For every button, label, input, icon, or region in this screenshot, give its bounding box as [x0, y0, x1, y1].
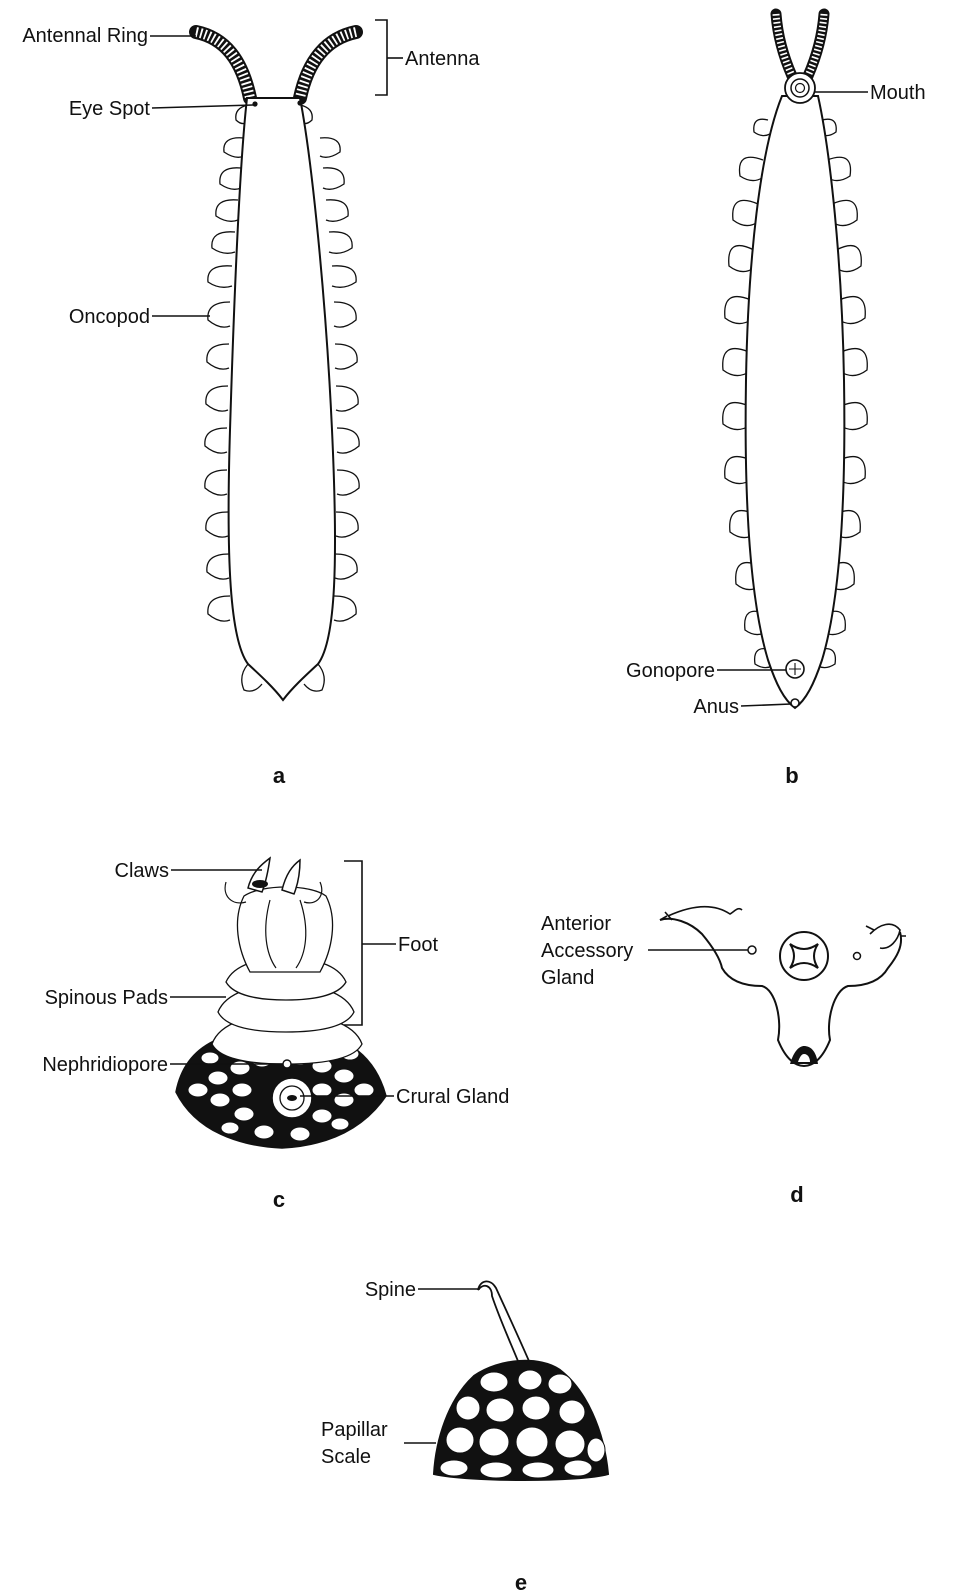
crural-gland-label: Crural Gland: [396, 1086, 509, 1108]
panel-d-outline: [660, 919, 901, 1066]
anterior-accessory-gland-right: [854, 953, 861, 960]
panel-d-posterior: Anterior Accessory Gland d: [541, 907, 906, 1207]
panel-b-body: [746, 96, 845, 708]
oncopod-left: [212, 232, 235, 254]
oncopod-left: [224, 138, 244, 158]
antennal-ring-label: Antennal Ring: [22, 25, 148, 47]
oncopod-left: [207, 344, 229, 369]
oncopod-label: Oncopod: [69, 306, 150, 328]
panel-d-letter: d: [790, 1182, 803, 1207]
oncopod-right: [841, 349, 867, 376]
oncopod-left: [220, 168, 241, 190]
right-eye-spot: [297, 100, 302, 105]
anus: [791, 699, 799, 707]
spine: [478, 1281, 532, 1368]
eye-spot-leader: [152, 105, 253, 108]
papillar-scale-label-line-1: Papillar: [321, 1419, 388, 1441]
antenna-label: Antenna: [405, 48, 480, 70]
claws-label: Claws: [115, 860, 169, 882]
anterior-accessory-gland-label-line-2: Accessory: [541, 940, 633, 962]
eye-spot-label: Eye Spot: [69, 98, 151, 120]
anterior-accessory-gland-left: [748, 946, 756, 954]
oncopod-right: [329, 232, 352, 254]
nephridiopore: [283, 1060, 291, 1068]
papillar-scale-label-line-2: Scale: [321, 1446, 371, 1468]
oncopod-left: [754, 119, 770, 135]
oncopod-left: [205, 470, 227, 495]
anterior-accessory-gland-label-line-1: Anterior: [541, 913, 611, 935]
panel-c-letter: c: [273, 1187, 285, 1212]
oncopod-left: [208, 596, 230, 621]
oncopod-left: [208, 302, 230, 327]
oncopod-right: [335, 344, 357, 369]
panel-a-letter: a: [273, 763, 286, 788]
oncopod-right: [323, 168, 344, 190]
left-eye-spot: [252, 101, 257, 106]
foot-bracket: [344, 861, 362, 1025]
panel-c-foot: Claws Foot Spinous Pads Nephridiopore Cr…: [42, 858, 509, 1212]
oncopod-left: [739, 157, 763, 180]
panel-a-body: [229, 98, 335, 700]
anus-label: Anus: [693, 696, 739, 718]
oncopod-right: [334, 302, 356, 327]
oncopod-left: [205, 428, 227, 453]
oncopod-left: [206, 512, 228, 537]
spinous-pads-label: Spinous Pads: [45, 987, 168, 1009]
oncopod-right: [337, 428, 359, 453]
oncopod-right: [332, 266, 356, 288]
anterior-accessory-gland-label-line-3: Gland: [541, 967, 594, 989]
oncopod-right: [336, 512, 358, 537]
foot-label: Foot: [398, 934, 438, 956]
panel-a-dorsal-view: Antennal Ring Antenna Eye Spot Oncopod a: [22, 20, 480, 788]
mouth-opening: [796, 84, 805, 93]
oncopod-left: [207, 554, 229, 579]
gonopore-label: Gonopore: [626, 660, 715, 682]
oncopod-right: [334, 596, 356, 621]
panel-b-ventral-view: Mouth Gonopore Anus b: [626, 14, 926, 788]
oncopod-left: [723, 349, 749, 376]
oncopod-left: [733, 200, 758, 225]
oncopod-right: [335, 554, 357, 579]
panel-e-papilla: Spine Papillar Scale e: [321, 1279, 608, 1595]
oncopod-left: [216, 200, 238, 222]
nephridiopore-label: Nephridiopore: [42, 1054, 168, 1076]
panel-e-letter: e: [515, 1570, 527, 1595]
antenna-bracket: [375, 20, 387, 95]
crural-gland-pore: [287, 1095, 297, 1101]
oncopod-right: [336, 386, 358, 411]
panel-b-letter: b: [785, 763, 798, 788]
anus-leader: [741, 704, 791, 706]
claw-base: [252, 880, 268, 888]
spine-label: Spine: [365, 1279, 416, 1301]
oncopod-right: [320, 138, 340, 158]
oncopod-left: [206, 386, 228, 411]
oncopod-left: [208, 266, 232, 288]
oncopod-right: [337, 470, 359, 495]
mouth-label: Mouth: [870, 82, 926, 104]
oncopod-right: [326, 200, 348, 222]
